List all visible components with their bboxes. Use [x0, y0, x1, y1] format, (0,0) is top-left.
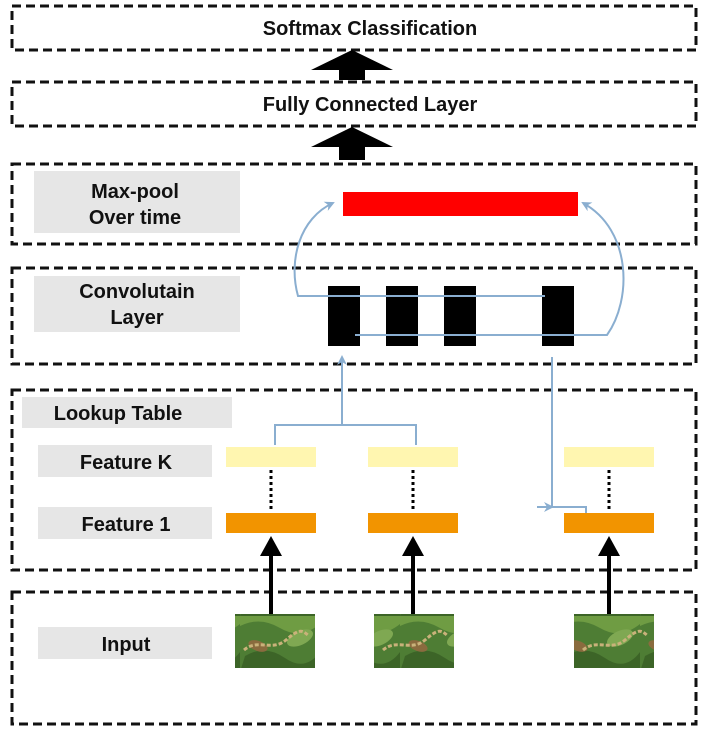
feature-k-cell-1	[226, 447, 316, 467]
fully-connected-title: Fully Connected Layer	[263, 94, 478, 116]
softmax-title: Softmax Classification	[263, 18, 478, 40]
lookup-to-conv-connector-right	[537, 357, 587, 513]
input-to-feature-arrows	[260, 536, 620, 614]
snake-shape-1	[243, 629, 310, 652]
lookup-label-bg	[22, 397, 232, 428]
convolution-label-bg	[34, 276, 240, 332]
feature-1-label: Feature 1	[82, 514, 171, 536]
up-arrow-input-2	[402, 536, 424, 556]
feature-1-cell-3	[564, 513, 654, 533]
maxpool-left-connector	[293, 201, 545, 297]
maxpool-section: Max-pool Over time	[10, 162, 698, 246]
input-title: Input	[102, 634, 151, 656]
convolution-section: Convolutain Layer	[10, 266, 698, 366]
input-image-2	[374, 614, 454, 668]
feature-k-cell-2	[368, 447, 458, 467]
input-frame	[10, 590, 698, 726]
maxpool-label-bg	[34, 171, 240, 233]
maxpool-output-bar	[343, 192, 578, 216]
convolution-title-line1: Convolutain	[79, 281, 195, 303]
input-image-1	[235, 614, 315, 668]
maxpool-title-line2: Over time	[89, 207, 181, 229]
feature-k-cell-3	[564, 447, 654, 467]
conv-filter-4	[542, 286, 574, 346]
snake-shape-2	[382, 629, 449, 652]
up-arrow-to-softmax	[311, 50, 393, 80]
feature-1-cell-2	[368, 513, 458, 533]
feature-1-label-bg	[38, 507, 212, 539]
convolution-frame	[10, 266, 698, 366]
softmax-frame	[10, 4, 698, 52]
lookup-frame	[10, 388, 698, 572]
input-label-bg	[38, 627, 212, 659]
lookup-title: Lookup Table	[54, 403, 183, 425]
maxpool-right-connector	[355, 202, 625, 336]
feature-k-label-bg	[38, 445, 212, 477]
up-arrow-input-3	[598, 536, 620, 556]
maxpool-title-line1: Max-pool	[91, 181, 179, 203]
lookup-to-conv-connector-left	[274, 357, 417, 445]
up-arrow-input-1	[260, 536, 282, 556]
convolution-title-line2: Layer	[110, 307, 164, 329]
input-section: Input	[10, 590, 698, 726]
fully-connected-frame	[10, 80, 698, 128]
lookup-section: Lookup Table Feature K Feature 1	[10, 388, 698, 572]
snake-shape-3	[582, 629, 649, 652]
feature-1-cell-1	[226, 513, 316, 533]
maxpool-frame	[10, 162, 698, 246]
feature-k-label: Feature K	[80, 452, 173, 474]
input-image-3	[574, 614, 654, 668]
softmax-section: Softmax Classification	[10, 4, 698, 52]
up-arrow-to-fully-connected	[311, 127, 393, 160]
fully-connected-section: Fully Connected Layer	[10, 80, 698, 128]
